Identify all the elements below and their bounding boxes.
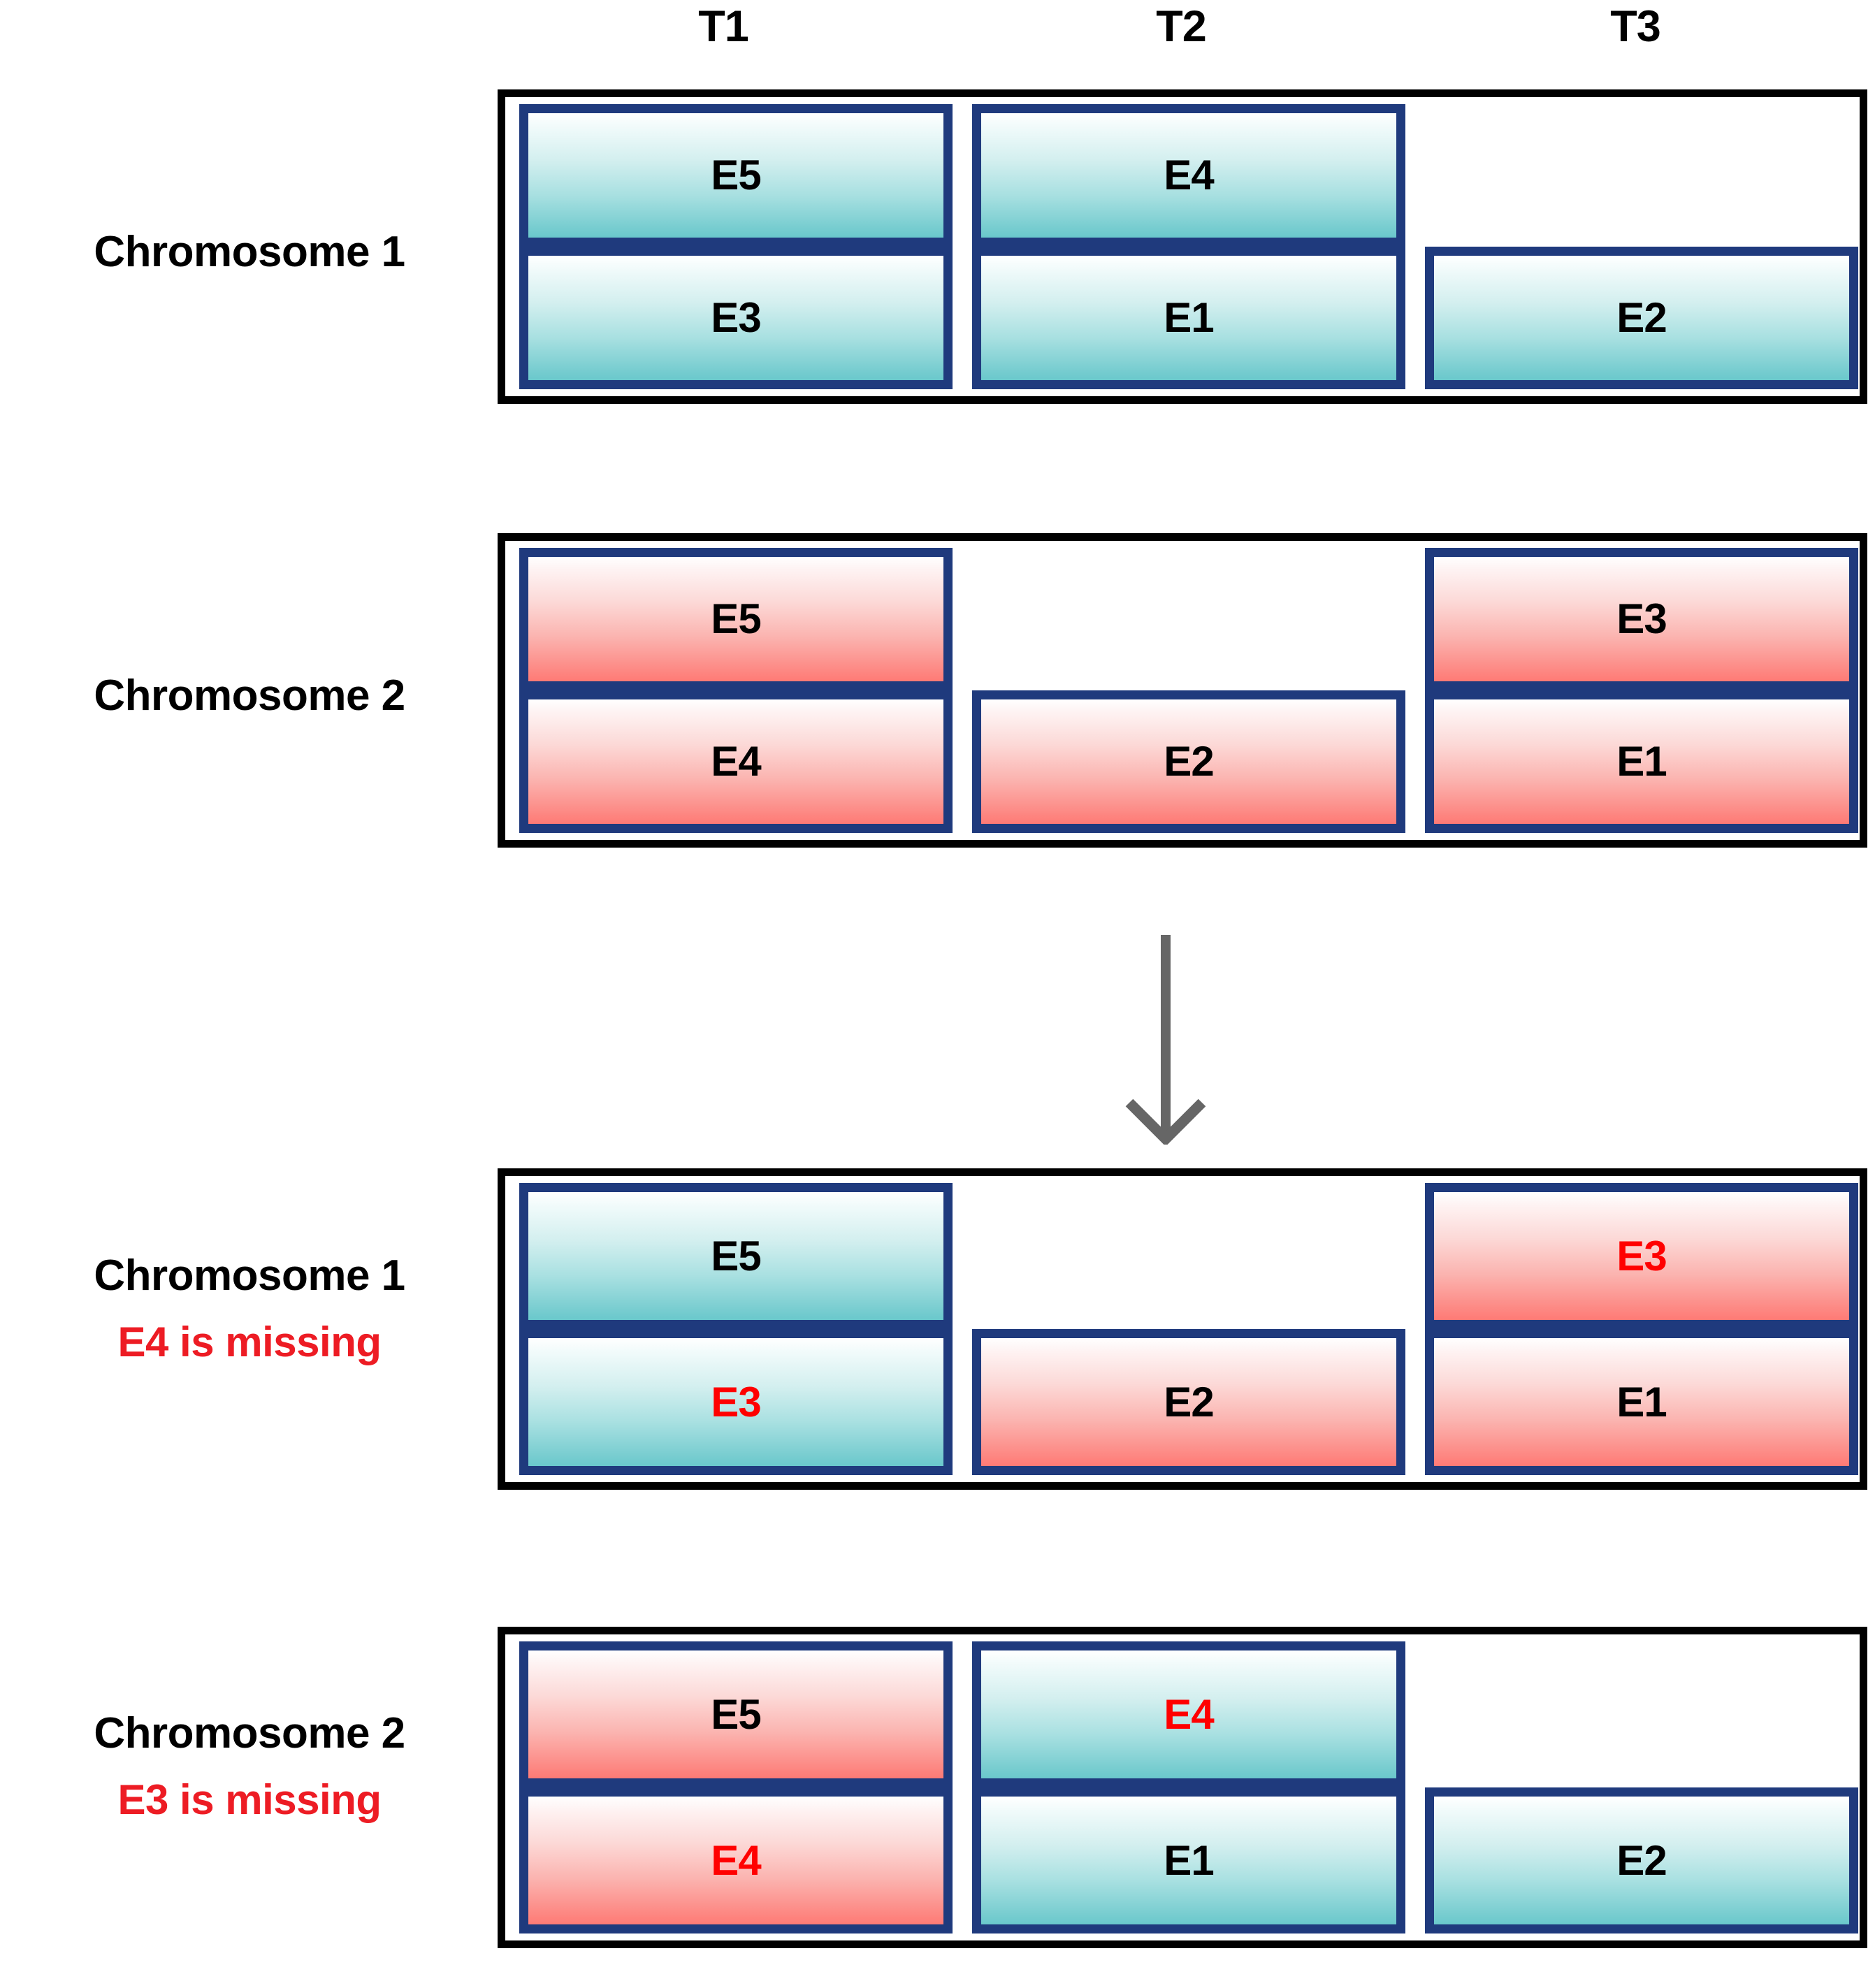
element-label: E3	[711, 294, 761, 341]
chromosome-name: Chromosome 2	[94, 1709, 405, 1757]
column-header-bar: T1 T2 T3	[0, 0, 1875, 84]
element-block[interactable]: E3	[519, 247, 953, 389]
element-slot-empty	[972, 548, 1405, 690]
element-label: E1	[1164, 294, 1214, 341]
element-label: E1	[1164, 1836, 1214, 1884]
missing-element-note: E3 is missing	[117, 1776, 382, 1823]
element-block[interactable]: E1	[972, 1787, 1405, 1933]
down-arrow-svg	[1125, 935, 1206, 1147]
element-label: E2	[1164, 1378, 1214, 1425]
element-block[interactable]: E4	[519, 1787, 953, 1933]
element-row: E3 E1 E2	[505, 247, 1860, 396]
element-block[interactable]: E1	[1425, 690, 1858, 833]
element-label: E3	[711, 1378, 761, 1425]
panel-label-4: Chromosome 2 E3 is missing	[8, 1712, 491, 1821]
element-slot-empty	[1425, 104, 1858, 247]
element-label: E5	[711, 595, 761, 642]
element-label: E5	[711, 152, 761, 198]
element-block[interactable]: E2	[1425, 1787, 1858, 1933]
element-block[interactable]: E5	[519, 1183, 953, 1329]
panel-label-3: Chromosome 1 E4 is missing	[8, 1254, 491, 1363]
element-label: E2	[1164, 738, 1214, 785]
element-block[interactable]: E4	[519, 690, 953, 833]
element-block[interactable]: E4	[972, 1641, 1405, 1787]
chromosome-name: Chromosome 2	[94, 672, 405, 720]
element-block[interactable]: E1	[972, 247, 1405, 389]
missing-element-note: E4 is missing	[117, 1319, 382, 1365]
element-block[interactable]: E1	[1425, 1329, 1858, 1475]
element-row: E5 E4	[505, 1634, 1860, 1787]
element-label: E5	[711, 1690, 761, 1738]
element-block[interactable]: E2	[1425, 247, 1858, 389]
element-block[interactable]: E3	[1425, 548, 1858, 690]
element-row: E5 E4	[505, 97, 1860, 247]
down-arrow-icon	[1117, 935, 1215, 1147]
element-row: E3 E2 E1	[505, 1329, 1860, 1482]
element-block[interactable]: E2	[972, 690, 1405, 833]
panel-label-1: Chromosome 1	[8, 231, 491, 274]
element-label: E4	[711, 1836, 761, 1884]
element-row: E4 E2 E1	[505, 690, 1860, 840]
element-block[interactable]: E2	[972, 1329, 1405, 1475]
column-header-t2: T2	[1156, 2, 1207, 51]
element-row: E5 E3	[505, 1176, 1860, 1329]
element-block[interactable]: E3	[519, 1329, 953, 1475]
chromosome-name: Chromosome 1	[94, 1251, 405, 1300]
element-block[interactable]: E4	[972, 104, 1405, 247]
element-row: E5 E3	[505, 541, 1860, 690]
column-header-t1: T1	[698, 2, 749, 51]
column-header-t3: T3	[1610, 2, 1661, 51]
panel-label-2: Chromosome 2	[8, 674, 491, 718]
element-label: E2	[1616, 294, 1667, 341]
element-label: E4	[1164, 152, 1214, 198]
element-label: E1	[1616, 1378, 1667, 1425]
element-block[interactable]: E5	[519, 104, 953, 247]
element-label: E3	[1616, 595, 1667, 642]
element-label: E5	[711, 1232, 761, 1279]
element-label: E4	[1164, 1690, 1214, 1738]
element-label: E3	[1616, 1232, 1667, 1279]
element-slot-empty	[1425, 1641, 1858, 1787]
element-label: E1	[1616, 738, 1667, 785]
element-label: E2	[1616, 1836, 1667, 1884]
element-slot-empty	[972, 1183, 1405, 1329]
element-row: E4 E1 E2	[505, 1787, 1860, 1940]
element-label: E4	[711, 738, 761, 785]
element-block[interactable]: E5	[519, 548, 953, 690]
chromosome-name: Chromosome 1	[94, 228, 405, 276]
element-block[interactable]: E3	[1425, 1183, 1858, 1329]
element-block[interactable]: E5	[519, 1641, 953, 1787]
